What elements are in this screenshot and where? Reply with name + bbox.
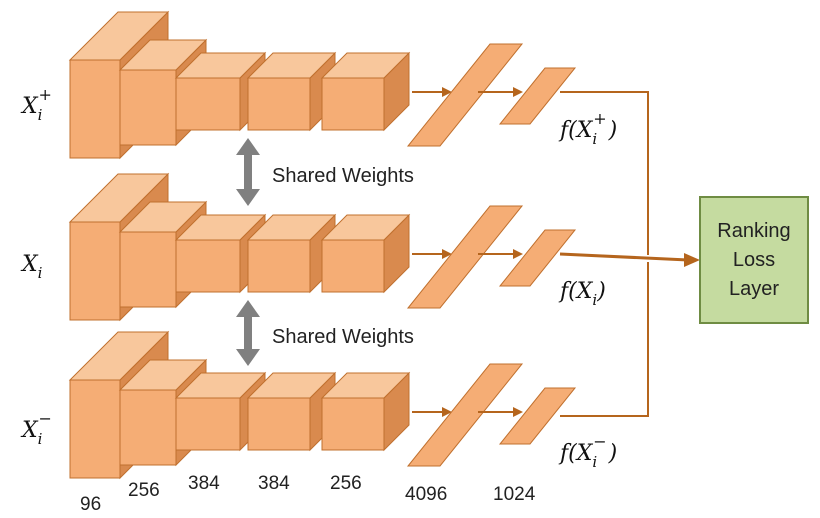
branch-positive — [68, 10, 577, 160]
arrow-to-fc6 — [412, 249, 452, 259]
loss-box-line-3: Layer — [729, 278, 779, 300]
output-label-positive: f(Xi+) — [558, 109, 617, 148]
connector-negative — [560, 262, 649, 417]
conv5-block — [320, 213, 411, 294]
input-label-negative: Xi− — [20, 409, 52, 448]
branch-anchor — [68, 172, 577, 322]
connectors — [559, 91, 700, 417]
shared-weights-label-2: Shared Weights — [272, 326, 414, 348]
fc7-layer — [498, 67, 577, 125]
dim-label-conv4: 384 — [258, 473, 290, 494]
output-label-negative: f(Xi−) — [558, 432, 617, 471]
network-branches — [68, 10, 577, 480]
fc6-layer — [406, 43, 524, 147]
conv5-block — [320, 371, 411, 452]
shared-weights-arrow-2 — [236, 300, 260, 366]
arrow-to-fc7 — [478, 407, 523, 417]
fc7-layer — [498, 229, 577, 287]
connector-anchor — [559, 252, 689, 262]
dim-label-fc7: 1024 — [493, 484, 536, 505]
shared-weights-label-1: Shared Weights — [272, 165, 414, 187]
dim-label-conv1: 96 — [80, 494, 101, 515]
dim-label-conv5: 256 — [330, 473, 362, 494]
fc6-layer — [406, 205, 524, 309]
arrow-to-fc7 — [478, 87, 523, 97]
output-label-anchor: f(Xi) — [558, 279, 606, 309]
shared-weights-arrow-1 — [236, 138, 260, 206]
dim-label-fc6: 4096 — [405, 484, 447, 505]
connector-positive — [560, 91, 649, 255]
branch-negative — [68, 330, 577, 480]
loss-box-line-1: Ranking — [717, 220, 790, 242]
ranking-loss-layer-box: Ranking Loss Layer — [699, 196, 809, 324]
dim-label-conv2: 256 — [128, 480, 160, 501]
dim-label-conv3: 384 — [188, 473, 220, 494]
fc7-layer — [498, 387, 577, 445]
arrow-to-fc6 — [412, 407, 452, 417]
input-label-anchor: Xi — [20, 252, 43, 282]
arrow-to-fc7 — [478, 249, 523, 259]
conv5-block — [320, 51, 411, 132]
loss-box-line-2: Loss — [733, 249, 775, 271]
arrow-to-fc6 — [412, 87, 452, 97]
fc6-layer — [406, 363, 524, 467]
input-label-positive: Xi+ — [20, 85, 52, 124]
connector-arrowhead — [684, 253, 700, 267]
